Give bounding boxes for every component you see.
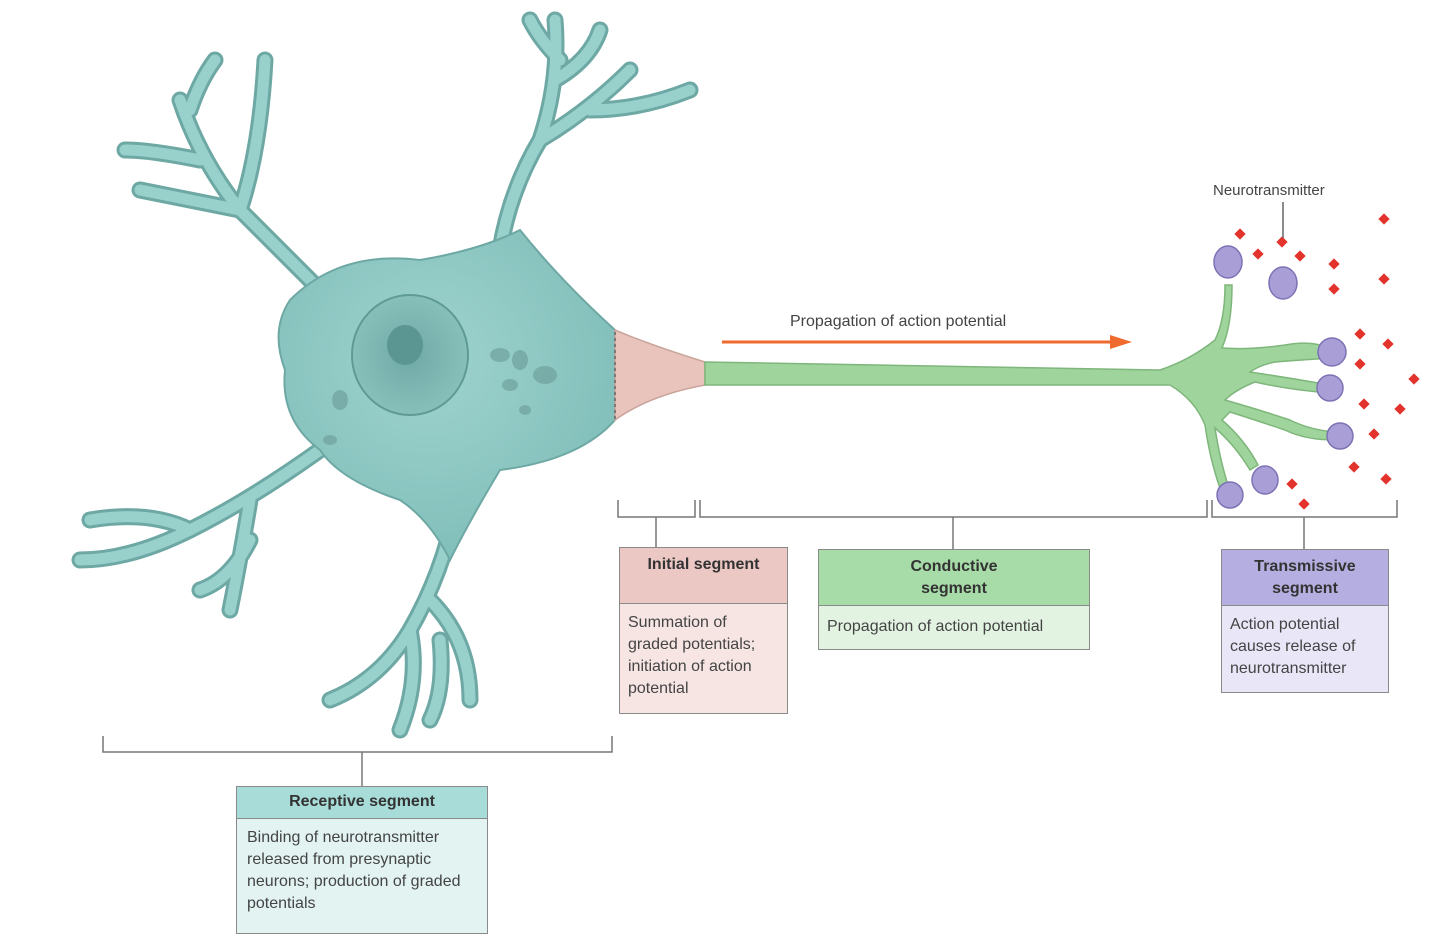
initial-segment-box: Initial segment Summation of graded pote… — [619, 547, 788, 714]
receptive-segment-title: Receptive segment — [237, 787, 487, 819]
organelles — [323, 348, 557, 445]
initial-segment-shape — [614, 328, 706, 422]
initial-bracket — [617, 500, 696, 518]
transmissive-segment-title: Transmissive segment — [1222, 550, 1388, 606]
propagation-arrow — [722, 335, 1132, 349]
terminal-bulb — [1268, 266, 1298, 300]
receptive-segment-box: Receptive segment Binding of neurotransm… — [236, 786, 488, 934]
initial-segment-title: Initial segment — [620, 548, 787, 604]
receptive-segment-description: Binding of neurotransmitter released fro… — [247, 829, 461, 912]
neurotransmitter-label: Neurotransmitter — [1213, 182, 1325, 199]
synaptic-terminals — [1213, 245, 1354, 509]
terminal-bulb — [1317, 337, 1347, 367]
terminal-bulb — [1316, 374, 1344, 402]
neurotransmitter-molecules — [1234, 213, 1420, 510]
axon — [704, 284, 1336, 489]
conductive-bracket — [699, 500, 1208, 518]
propagation-label: Propagation of action potential — [790, 313, 1007, 330]
conductive-segment-title: Conductive segment — [819, 550, 1089, 606]
terminal-bulb — [1216, 481, 1244, 509]
initial-segment-description: Summation of graded potentials; initiati… — [628, 614, 756, 697]
receptive-bracket — [102, 736, 613, 753]
nucleolus — [387, 325, 423, 365]
terminal-bulb — [1213, 245, 1243, 279]
segment-brackets — [102, 500, 1398, 788]
conductive-segment-box: Conductive segment Propagation of action… — [818, 549, 1090, 650]
conductive-segment-description: Propagation of action potential — [827, 618, 1044, 635]
terminal-bulb — [1326, 422, 1354, 450]
transmissive-segment-box: Transmissive segment Action potential ca… — [1221, 549, 1389, 693]
terminal-bulb — [1251, 465, 1279, 495]
transmissive-segment-description: Action potential causes release of neuro… — [1230, 616, 1356, 677]
